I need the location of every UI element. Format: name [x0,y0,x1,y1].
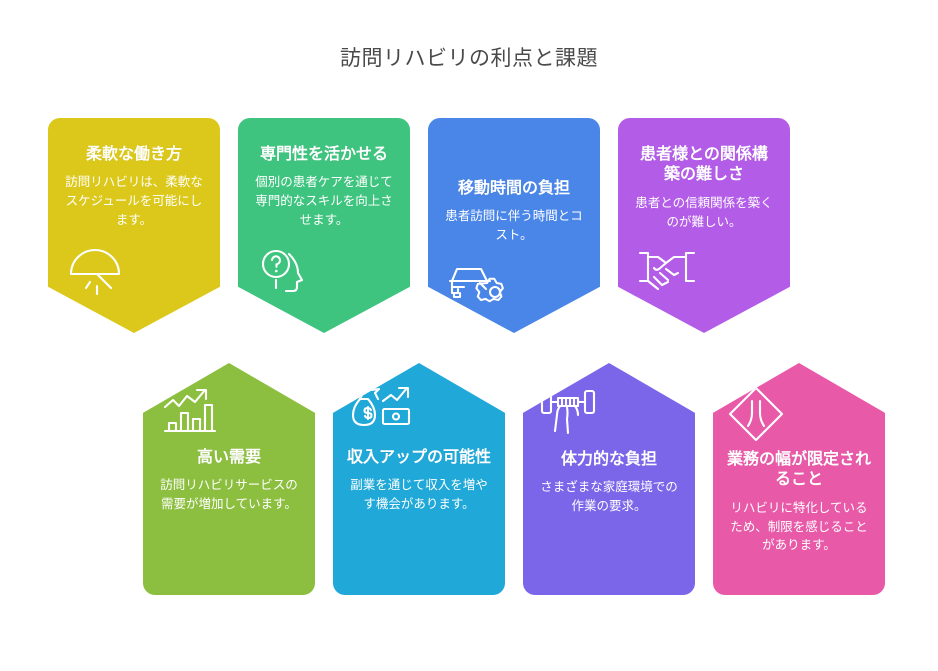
handshake-icon [634,245,774,297]
card-title: 患者様との関係構築の難しさ [640,144,768,184]
card-title: 業務の幅が限定されること [727,449,872,489]
card-body: 訪問リハビリサービスの需要が増加しています。 [160,477,298,512]
card-body: 患者との信頼関係を築くのが難しい。 [635,194,773,229]
card-travel-time-burden[interactable]: 移動時間の負担 患者訪問に伴う時間とコスト。 [428,118,600,333]
head-question-icon [254,244,394,300]
card-physical-burden[interactable]: 体力的な負担 さまざまな家庭環境での作業の要求。 [523,363,695,595]
money-bag-growth-icon [347,385,491,441]
card-title: 体力的な負担 [560,449,657,468]
dumbbell-hand-icon [537,385,681,443]
card-limited-scope-of-work[interactable]: 業務の幅が限定されること リハビリに特化しているため、制限を感じることがあります… [713,363,885,595]
card-patient-relationship-difficulty[interactable]: 患者様との関係構築の難しさ 患者との信頼関係を築くのが難しい。 [618,118,790,333]
card-body: さまざまな家庭環境での作業の要求。 [540,479,678,514]
card-high-demand[interactable]: 高い需要 訪問リハビリサービスの需要が増加しています。 [143,363,315,595]
card-title: 収入アップの可能性 [347,447,492,466]
card-title: 移動時間の負担 [457,178,570,197]
car-gear-icon [444,259,584,311]
card-flexible-work-style[interactable]: 柔軟な働き方 訪問リハビリは、柔軟なスケジュールを可能にします。 [48,118,220,333]
card-leverage-expertise[interactable]: 専門性を活かせる 個別の患者ケアを通じて専門的なスキルを向上させます。 [238,118,410,333]
growth-chart-icon [157,385,301,441]
page-title: 訪問リハビリの利点と課題 [340,46,598,70]
narrow-road-diamond-icon [727,385,871,443]
card-body: 訪問リハビリは、柔軟なスケジュールを可能にします。 [65,174,203,227]
card-income-increase-potential[interactable]: 収入アップの可能性 副業を通じて収入を増やす機会があります。 [333,363,505,595]
card-title: 柔軟な働き方 [85,144,182,163]
card-body: 副業を通じて収入を増やす機会があります。 [350,477,488,512]
umbrella-dome-icon [64,244,204,300]
card-title: 高い需要 [196,447,261,466]
card-body: 患者訪問に伴う時間とコスト。 [445,208,583,243]
card-title: 専門性を活かせる [259,144,388,163]
card-body: リハビリに特化しているため、制限を感じることがあります。 [730,499,868,553]
card-body: 個別の患者ケアを通じて専門的なスキルを向上させます。 [255,174,393,227]
